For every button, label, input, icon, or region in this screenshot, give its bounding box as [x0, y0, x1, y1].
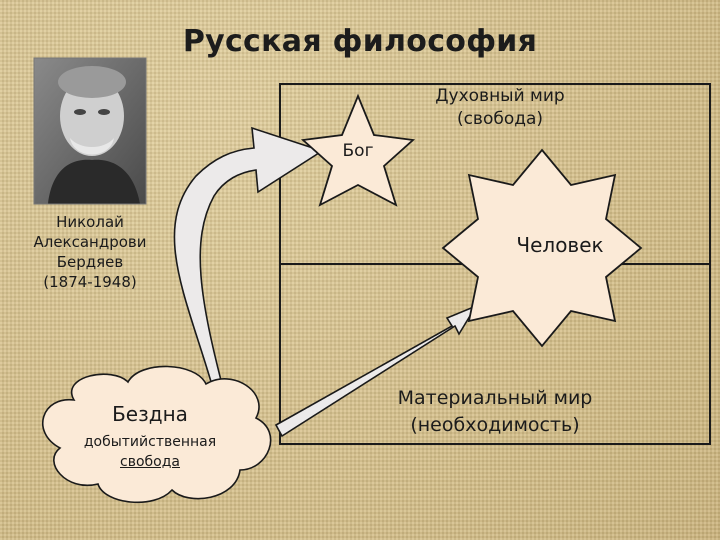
abyss-to-god-arrow — [173, 126, 324, 393]
spiritual-world-subtitle: (свобода) — [456, 109, 544, 129]
portrait-photo — [33, 57, 147, 205]
person-caption: Николай Александрови Бердяев (1874-1948) — [22, 212, 158, 292]
human-label: Человек — [516, 233, 604, 257]
person-name-line2: Александрови — [33, 233, 147, 251]
abyss-subtitle-line2: свобода — [120, 454, 180, 470]
spiritual-world-label: Духовный мир (свобода) — [400, 85, 600, 131]
abyss-cloud — [42, 365, 272, 504]
person-years: (1874-1948) — [43, 273, 137, 291]
person-name-line1: Николай — [56, 213, 124, 231]
slide-title: Русская философия — [182, 24, 538, 59]
material-world-title: Материальный мир — [397, 387, 593, 409]
abyss-subtitle: добытийственная свобода — [50, 432, 250, 472]
abyss-to-human-arrow — [274, 304, 478, 438]
material-world-label: Материальный мир (необходимость) — [370, 385, 620, 439]
material-world-subtitle: (необходимость) — [410, 414, 580, 436]
human-star — [441, 148, 643, 348]
spiritual-world-title: Духовный мир — [435, 86, 565, 106]
abyss-title: Бездна — [112, 402, 188, 426]
person-name-line3: Бердяев — [56, 253, 124, 271]
abyss-subtitle-line1: добытийственная — [83, 434, 217, 450]
god-label: Бог — [342, 141, 374, 161]
god-star — [300, 93, 416, 207]
